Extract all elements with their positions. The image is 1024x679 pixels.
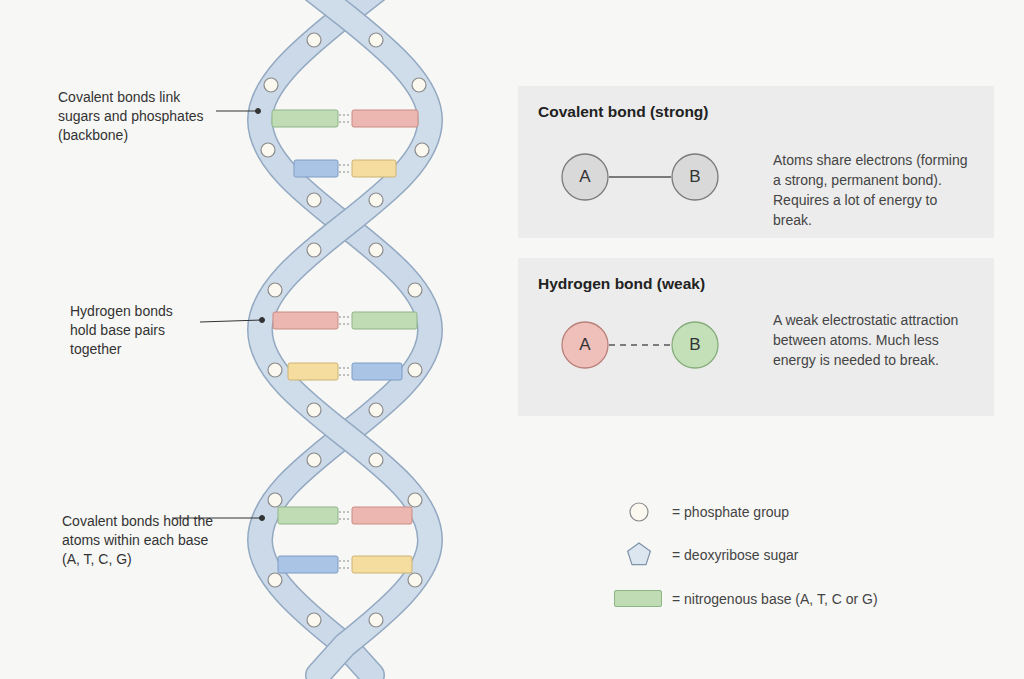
panel-body: A weak electrostatic attraction between … (773, 310, 979, 370)
atom-circle: A (561, 153, 609, 201)
bond-line (609, 344, 671, 346)
callout-label: Covalent bonds hold the atoms within eac… (62, 512, 224, 569)
atom-label: B (671, 153, 719, 201)
atom-circle: B (671, 153, 719, 201)
panel-body: Atoms share electrons (forming a strong,… (773, 150, 979, 230)
legend-phosphate-symbol (630, 503, 648, 521)
hydrogen-bond-marks (339, 115, 351, 568)
legend-text: = deoxyribose sugar (672, 546, 798, 564)
legend-text: = phosphate group (672, 503, 789, 521)
atom-circle: B (671, 321, 719, 369)
callout-label: Hydrogen bonds hold base pairs together (70, 302, 188, 359)
phosphate-groups (261, 33, 429, 627)
bond-connector (609, 345, 671, 346)
circle-shape (562, 322, 608, 368)
circle-shape (672, 322, 718, 368)
callout-label: Covalent bonds link sugars and phosphate… (58, 88, 226, 145)
atom-label: A (561, 153, 609, 201)
atom-circle: A (561, 321, 609, 369)
legend-sugar-symbol (628, 543, 651, 565)
bond-panel: Hydrogen bond (weak) A weak electrostatic… (518, 258, 994, 416)
circle-shape (562, 154, 608, 200)
atom-label: B (671, 321, 719, 369)
legend-text: = nitrogenous base (A, T, C or G) (672, 590, 878, 608)
panel-heading: Covalent bond (strong) (538, 102, 858, 122)
base-pairs (272, 110, 418, 573)
bond-connector (609, 177, 671, 178)
leader-lines (172, 109, 265, 521)
legend-swatch (614, 590, 662, 607)
circle-shape (672, 154, 718, 200)
bond-panel: Covalent bond (strong) Atoms share electr… (518, 86, 994, 238)
panel-heading: Hydrogen bond (weak) (538, 274, 858, 294)
atom-label: A (561, 321, 609, 369)
front-strand (260, 0, 430, 675)
back-strand (260, 0, 430, 675)
bond-line (609, 176, 671, 178)
